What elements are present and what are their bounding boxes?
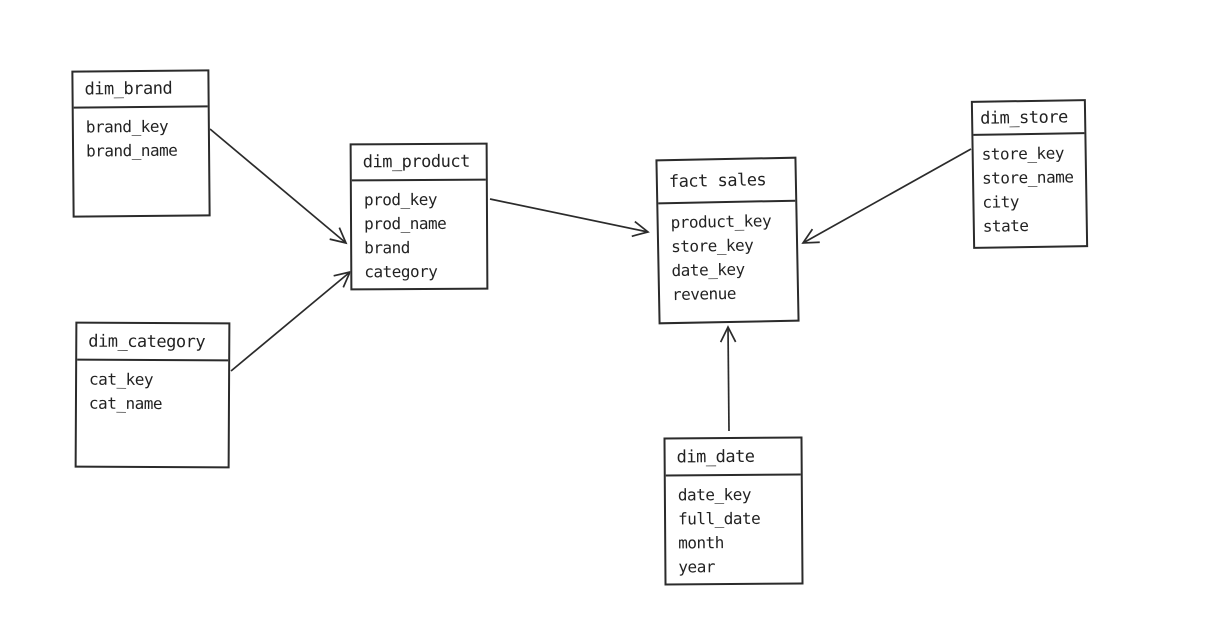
- table-header: dim_product: [351, 144, 486, 182]
- table-header: dim_brand: [73, 71, 208, 109]
- arrow-dim-brand-to-dim-product: [209, 128, 348, 245]
- table-dim-category: dim_category cat_key cat_name: [74, 321, 231, 469]
- field-row: brand_name: [85, 140, 178, 161]
- table-header: fact sales: [657, 158, 796, 205]
- table-title: dim_store: [979, 106, 1068, 129]
- table-header: dim_date: [665, 438, 801, 477]
- table-title: dim_date: [676, 446, 755, 467]
- table-fields: prod_key prod_name brand category: [352, 181, 487, 285]
- table-fields: product_key store_key date_key revenue: [658, 202, 797, 308]
- arrow-dim-store-to-fact-sales: [801, 148, 972, 244]
- table-header: dim_store: [972, 101, 1085, 136]
- table-fact-sales: fact sales product_key store_key date_ke…: [655, 156, 800, 325]
- field-row: cat_key: [89, 369, 154, 390]
- field-row: year: [678, 557, 715, 577]
- field-row: state: [982, 216, 1029, 236]
- field-row: revenue: [671, 283, 737, 305]
- field-row: product_key: [670, 211, 772, 233]
- field-row: prod_key: [363, 189, 438, 210]
- field-row: cat_name: [88, 393, 163, 414]
- arrow-dim-date-to-fact-sales: [719, 325, 737, 432]
- field-row: month: [678, 533, 724, 553]
- field-row: date_key: [677, 484, 752, 505]
- table-dim-brand: dim_brand brand_key brand_name: [71, 69, 211, 218]
- field-row: brand_key: [85, 116, 169, 137]
- field-row: store_name: [981, 167, 1074, 188]
- field-row: store_key: [670, 235, 754, 257]
- table-fields: brand_key brand_name: [74, 107, 208, 163]
- arrow-dim-category-to-dim-product: [230, 270, 352, 372]
- field-row: brand: [364, 238, 410, 258]
- table-title: dim_brand: [84, 78, 173, 100]
- table-dim-store: dim_store store_key store_name city stat…: [970, 99, 1089, 249]
- table-dim-product: dim_product prod_key prod_name brand cat…: [349, 142, 489, 291]
- field-row: city: [982, 192, 1020, 212]
- table-title: fact sales: [668, 169, 767, 192]
- field-row: store_key: [981, 143, 1065, 164]
- field-row: date_key: [671, 259, 745, 281]
- table-fields: date_key full_date month year: [666, 476, 802, 580]
- table-fields: cat_key cat_name: [77, 361, 228, 417]
- field-row: prod_name: [363, 213, 447, 234]
- table-title: dim_category: [88, 331, 206, 352]
- table-header: dim_category: [77, 323, 229, 362]
- table-fields: store_key store_name city state: [973, 134, 1086, 239]
- table-title: dim_product: [362, 151, 470, 173]
- field-row: full_date: [677, 508, 761, 529]
- arrow-dim-product-to-fact-sales: [489, 198, 650, 238]
- field-row: category: [364, 261, 438, 282]
- table-dim-date: dim_date date_key full_date month year: [663, 436, 804, 586]
